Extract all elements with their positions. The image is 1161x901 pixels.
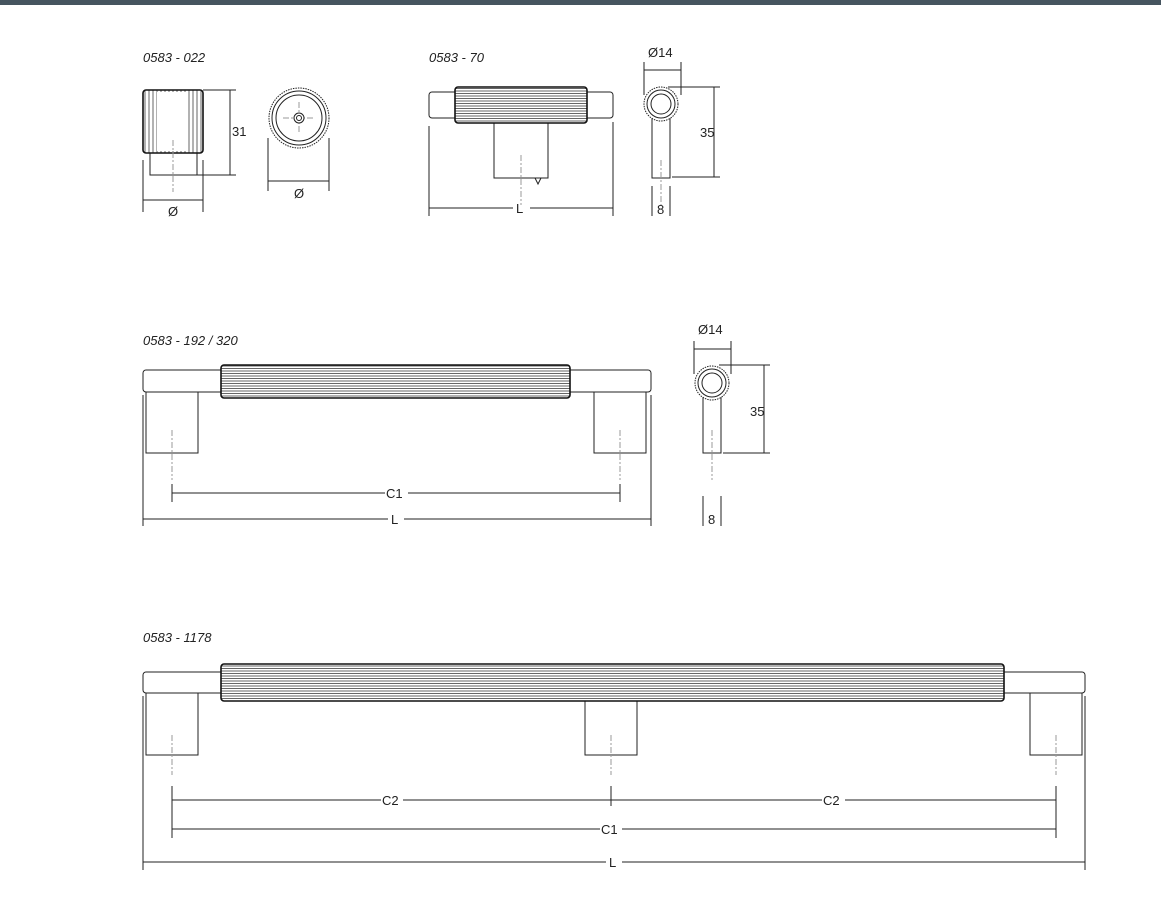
drawing-0583-022: 0583 - 022 31 Ø Ø: [142, 50, 330, 219]
drawing-0583-192-320: 0583 - 192 / 320 C1 L Ø14 35 8: [142, 322, 770, 527]
drawing-label: 0583 - 1178: [143, 630, 212, 645]
dimension-c1: C1: [601, 822, 618, 837]
side-view: Ø14 35 8: [643, 45, 720, 217]
dimension-diameter-side: Ø: [142, 160, 204, 219]
dimension-height: 35: [750, 404, 764, 419]
dimension-diameter: Ø: [294, 186, 304, 201]
dimension-bar-diameter: Ø14: [648, 45, 673, 60]
knob-end-view: [268, 87, 330, 149]
top-bar: [0, 0, 1161, 5]
dimension-c2-right: C2: [823, 793, 840, 808]
drawing-0583-1178: 0583 - 1178 C2 C2 C1 L: [142, 630, 1086, 870]
dimension-diameter-end: Ø: [267, 138, 330, 201]
dimension-31: 31: [232, 124, 246, 139]
drawing-label: 0583 - 70: [429, 50, 485, 65]
drawing-label: 0583 - 022: [143, 50, 206, 65]
knob-side-view: [142, 89, 204, 192]
dimension-c2-left: C2: [382, 793, 399, 808]
dimension-post-width: 8: [657, 202, 664, 217]
dimension-length: L: [391, 512, 398, 527]
dimension-c1: C1: [386, 486, 403, 501]
dimension-bar-diameter: Ø14: [698, 322, 723, 337]
drawing-0583-70: 0583 - 70 L Ø14 35 8: [428, 45, 720, 217]
side-view: Ø14 35 8: [693, 322, 770, 527]
dimension-diameter: Ø: [168, 204, 178, 219]
dimension-height: 31: [197, 89, 246, 176]
dimension-length: L: [516, 201, 523, 216]
drawing-label: 0583 - 192 / 320: [143, 333, 238, 348]
dimension-height: 35: [700, 125, 714, 140]
dimension-length: L: [609, 855, 616, 870]
dimension-post-width: 8: [708, 512, 715, 527]
